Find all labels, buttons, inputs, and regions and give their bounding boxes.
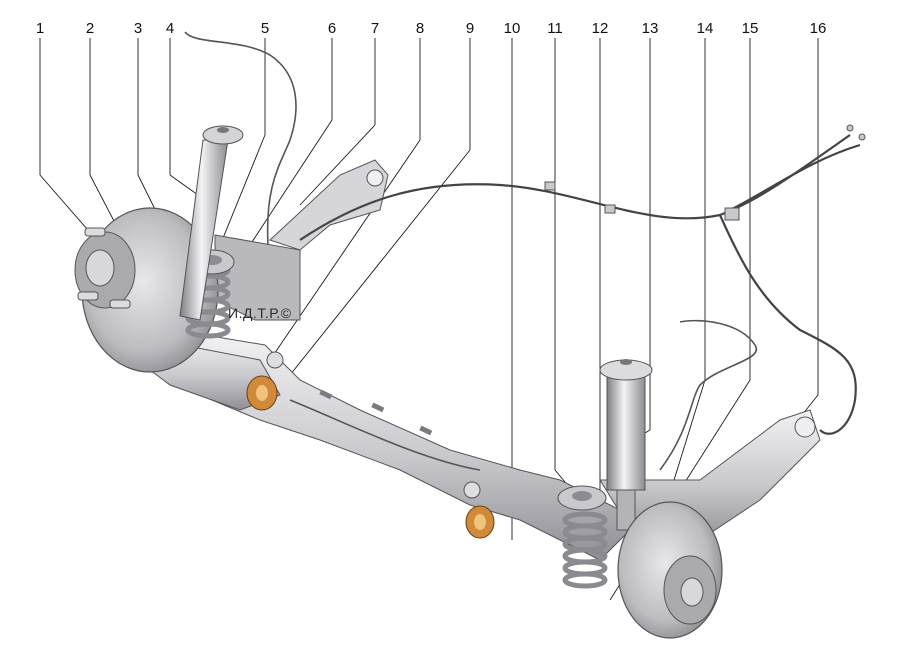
beam-bushing-right — [463, 481, 495, 539]
callout-12: 12 — [591, 20, 609, 37]
callout-4: 4 — [165, 20, 175, 37]
callout-2: 2 — [85, 20, 95, 37]
watermark-text: И.Д.Т.Р.© — [228, 305, 292, 321]
brake-disc-left — [74, 207, 219, 373]
brake-hose-left — [184, 31, 297, 246]
shock-absorber-right — [599, 359, 653, 531]
coil-spring-right — [562, 511, 608, 589]
callout-14: 14 — [696, 20, 714, 37]
callout-6: 6 — [327, 20, 337, 37]
callout-5: 5 — [260, 20, 270, 37]
leader-lines — [39, 38, 819, 601]
shock-absorber-left — [179, 125, 244, 321]
callout-11: 11 — [547, 20, 563, 37]
callout-13: 13 — [641, 20, 659, 37]
parking-brake-cable — [299, 134, 861, 435]
callout-3: 3 — [133, 20, 143, 37]
callout-7: 7 — [370, 20, 380, 37]
callout-9: 9 — [465, 20, 475, 37]
body-mount-bracket-left — [269, 159, 389, 251]
spring-seat-right — [557, 485, 607, 511]
cable-clips — [544, 124, 866, 221]
callout-15: 15 — [741, 20, 759, 37]
brake-pipe-right — [289, 319, 758, 471]
callout-8: 8 — [415, 20, 425, 37]
callout-1: 1 — [35, 20, 45, 37]
callout-16: 16 — [809, 20, 827, 37]
brake-disc-right — [617, 501, 723, 639]
callout-10: 10 — [503, 20, 521, 37]
beam-bushing-left — [246, 351, 284, 411]
